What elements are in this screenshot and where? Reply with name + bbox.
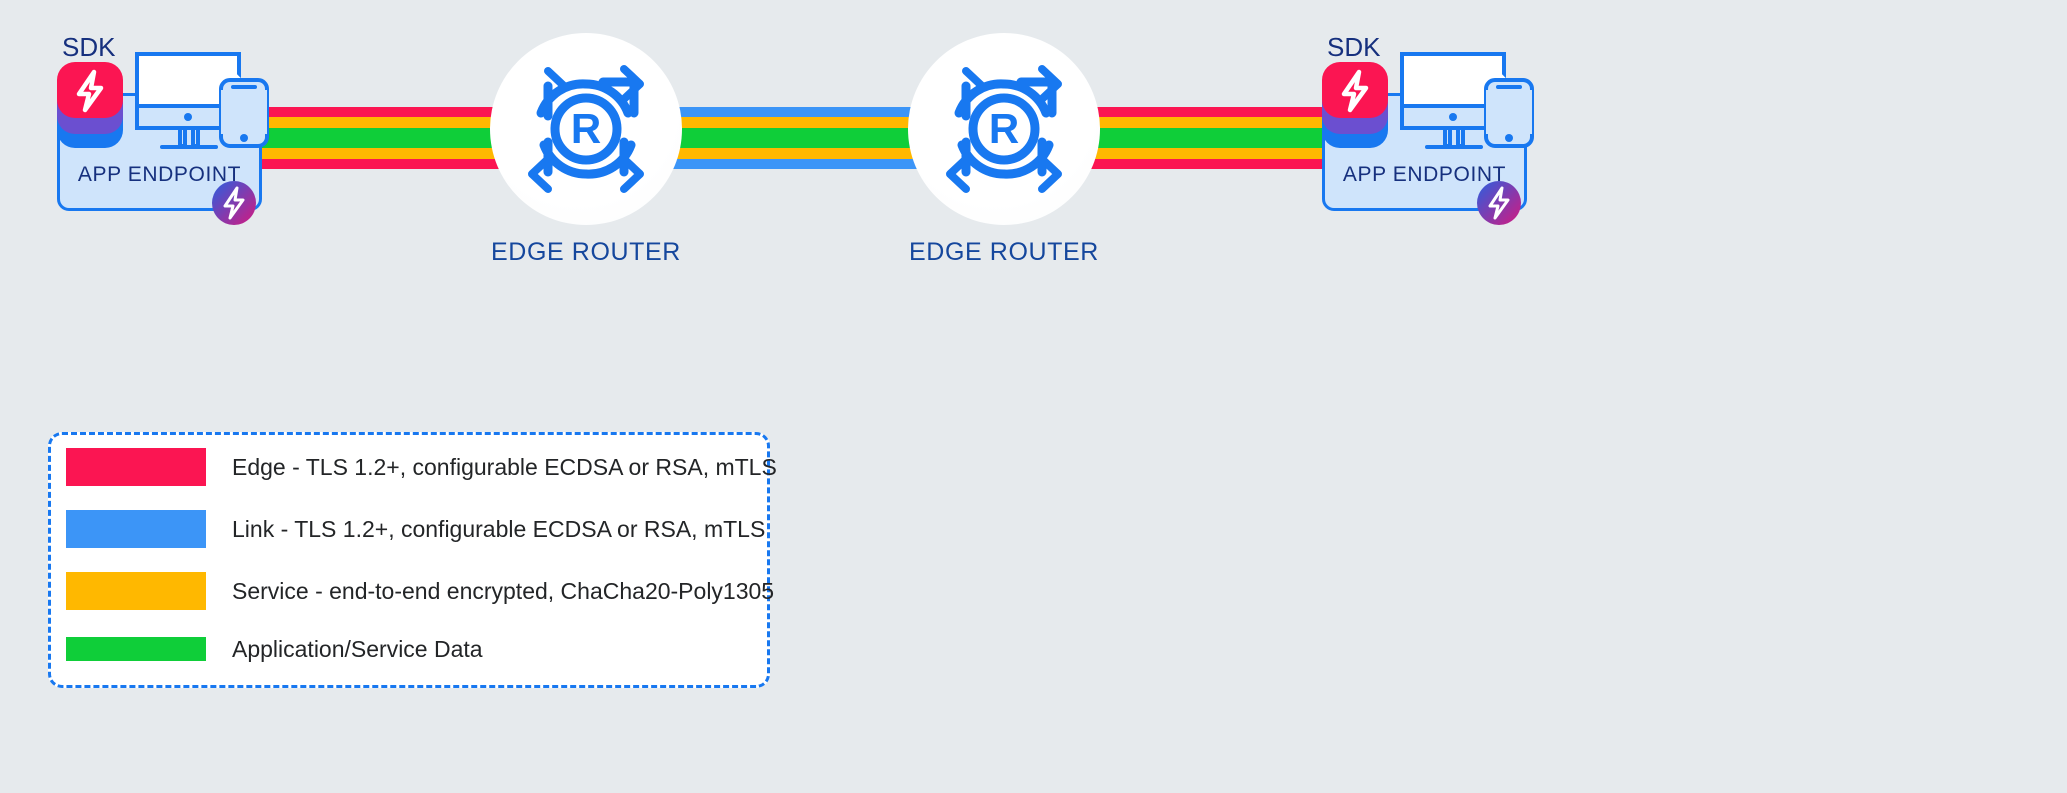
- router-right-icon: R: [946, 65, 1062, 193]
- band-edge-left-bot: [255, 159, 523, 169]
- endpoint-right-label: APP ENDPOINT: [1342, 163, 1507, 186]
- band-application-mid: [648, 128, 944, 148]
- lightning-badge-icon-right: [1477, 181, 1521, 225]
- band-edge-right-top: [1070, 107, 1332, 117]
- legend-label-application: Application/Service Data: [232, 635, 483, 662]
- sdk-label-left: SDK: [62, 32, 116, 62]
- endpoint-left-label: APP ENDPOINT: [77, 163, 242, 186]
- band-service-mid-bot: [648, 148, 944, 159]
- band-edge-right-bot: [1070, 159, 1332, 169]
- band-link-mid-bot: [648, 159, 944, 169]
- router-left-label: EDGE ROUTER: [491, 238, 681, 266]
- legend-item-service: Service - end-to-end encrypted, ChaCha20…: [66, 570, 774, 612]
- band-service-left-top: [255, 117, 523, 128]
- legend-label-service: Service - end-to-end encrypted, ChaCha20…: [232, 577, 775, 604]
- endpoint-right-devices: [1400, 52, 1534, 149]
- sdk-stack-icon-left: [57, 62, 123, 148]
- band-service-right-top: [1070, 117, 1332, 128]
- router-right-glyph: R: [989, 105, 1019, 152]
- legend: Edge - TLS 1.2+, configurable ECDSA or R…: [48, 432, 777, 688]
- band-service-mid-top: [648, 117, 944, 128]
- band-edge-left-top: [255, 107, 523, 117]
- legend-rows: Edge - TLS 1.2+, configurable ECDSA or R…: [48, 432, 777, 688]
- legend-swatch-service: [66, 572, 206, 610]
- legend-swatch-application: [66, 637, 206, 661]
- legend-item-link: Link - TLS 1.2+, configurable ECDSA or R…: [66, 508, 765, 550]
- band-link-mid-top: [648, 107, 944, 117]
- sdk-label-right: SDK: [1327, 32, 1381, 62]
- sdk-stack-icon-right: [1322, 62, 1388, 148]
- legend-swatch-link: [66, 510, 206, 548]
- band-service-left-bot: [255, 148, 523, 159]
- lightning-badge-icon-left: [212, 181, 256, 225]
- legend-label-edge: Edge - TLS 1.2+, configurable ECDSA or R…: [232, 453, 777, 480]
- endpoint-left-devices: [135, 52, 269, 149]
- band-application-left: [255, 128, 523, 148]
- band-service-right-bot: [1070, 148, 1332, 159]
- router-right-circle[interactable]: [908, 33, 1100, 225]
- legend-label-link: Link - TLS 1.2+, configurable ECDSA or R…: [232, 515, 766, 542]
- band-application-right: [1070, 128, 1332, 148]
- legend-item-edge: Edge - TLS 1.2+, configurable ECDSA or R…: [66, 446, 777, 488]
- legend-swatch-edge: [66, 448, 206, 486]
- router-left-circle[interactable]: [490, 33, 682, 225]
- legend-item-application: Application/Service Data: [66, 628, 483, 670]
- router-right-label: EDGE ROUTER: [909, 238, 1099, 266]
- router-left-glyph: R: [571, 105, 601, 152]
- router-left-icon: R: [528, 65, 644, 193]
